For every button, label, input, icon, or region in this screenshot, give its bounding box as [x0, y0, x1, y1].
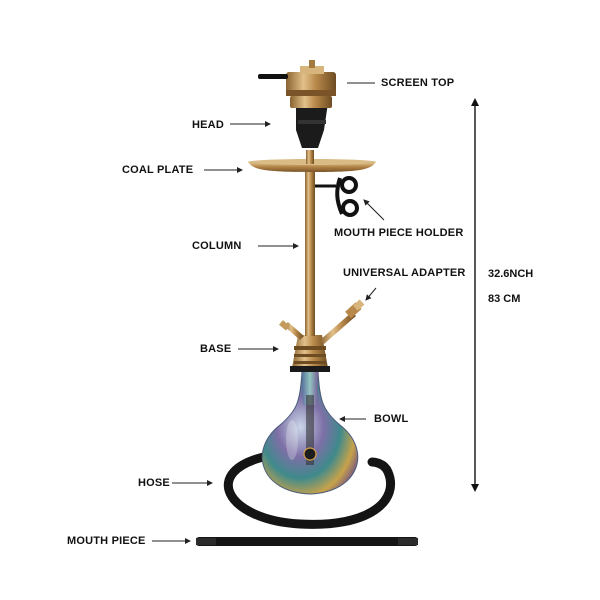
label-coal-plate: COAL PLATE: [122, 164, 194, 176]
head-graphic: [296, 103, 328, 148]
label-universal-adapter: UNIVERSAL ADAPTER: [343, 267, 466, 279]
hose-graphic: [223, 451, 396, 529]
coal-plate-graphic: [248, 150, 376, 172]
height-dimension-arrow: [471, 98, 479, 492]
label-head: HEAD: [192, 119, 224, 131]
label-mouth-piece-holder: MOUTH PIECE HOLDER: [334, 227, 464, 239]
label-screen-top: SCREEN TOP: [381, 77, 455, 89]
label-hose: HOSE: [138, 477, 170, 489]
universal-adapter-arrow: [365, 287, 377, 301]
height-inch-text: 32.6NCH: [488, 268, 534, 280]
label-mouth-piece: MOUTH PIECE: [67, 535, 146, 547]
label-column: COLUMN: [192, 240, 242, 252]
height-cm-text: 83 CM: [488, 293, 521, 305]
label-bowl: BOWL: [374, 413, 409, 425]
bowl-graphic: [261, 371, 359, 495]
screen-top-graphic: [258, 60, 336, 108]
mouth-piece-holder-arrow: [363, 199, 385, 221]
column-graphic: [305, 170, 315, 336]
base-graphic: [279, 299, 365, 372]
leader-lines: [152, 82, 385, 544]
mouth-piece-holder-graphic: [315, 176, 359, 217]
label-base: BASE: [200, 343, 232, 355]
mouth-piece-graphic: [196, 537, 418, 546]
